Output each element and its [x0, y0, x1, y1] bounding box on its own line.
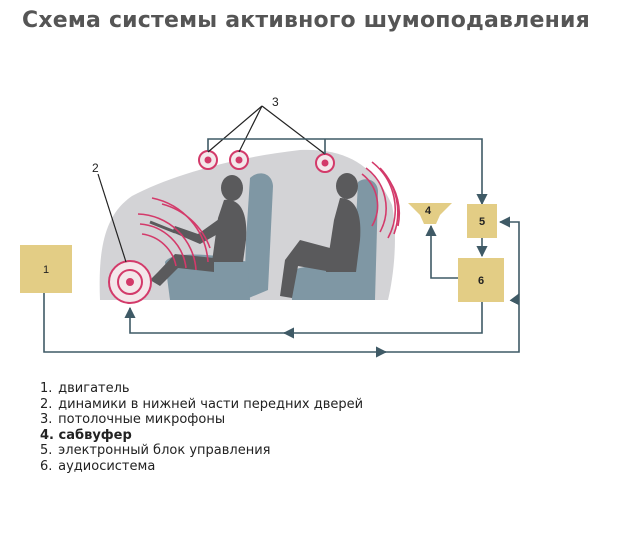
speaker-callout-label: 2 [92, 161, 99, 175]
connection-lines [43, 138, 520, 358]
door-speaker [108, 260, 152, 304]
callout-lines [97, 105, 326, 263]
legend-item: 3. потолочные микрофоны [40, 412, 226, 428]
legend-item: 1. двигатель [40, 381, 130, 396]
legend-item: 5. электронный блок управления [40, 443, 271, 459]
rear-seat [290, 179, 378, 300]
legend-item: 2. динамики в нижней части передних двер… [40, 396, 364, 412]
legend-list: 1. двигатель 2. динамики в нижней части … [40, 381, 363, 475]
legend-item: 4. сабвуфер [40, 427, 132, 443]
ceiling-microphones [198, 150, 335, 173]
mics-callout-label: 3 [272, 95, 279, 109]
ecu-block [467, 204, 497, 238]
audio-label: 6 [478, 275, 484, 287]
speaker-sound-waves [137, 197, 211, 271]
page-title: Схема системы активного шумоподавления [22, 8, 590, 33]
legend-item: 6. аудиосистема [40, 458, 156, 474]
passenger-figure [280, 173, 361, 298]
engine-label: 1 [43, 264, 49, 276]
subwoofer-label: 4 [425, 205, 432, 217]
ecu-label: 5 [479, 216, 485, 228]
audio-block [458, 258, 504, 302]
engine-block [20, 245, 72, 293]
driver-figure [149, 175, 247, 286]
subwoofer-shape [408, 203, 452, 224]
rear-sound-waves [361, 161, 401, 239]
